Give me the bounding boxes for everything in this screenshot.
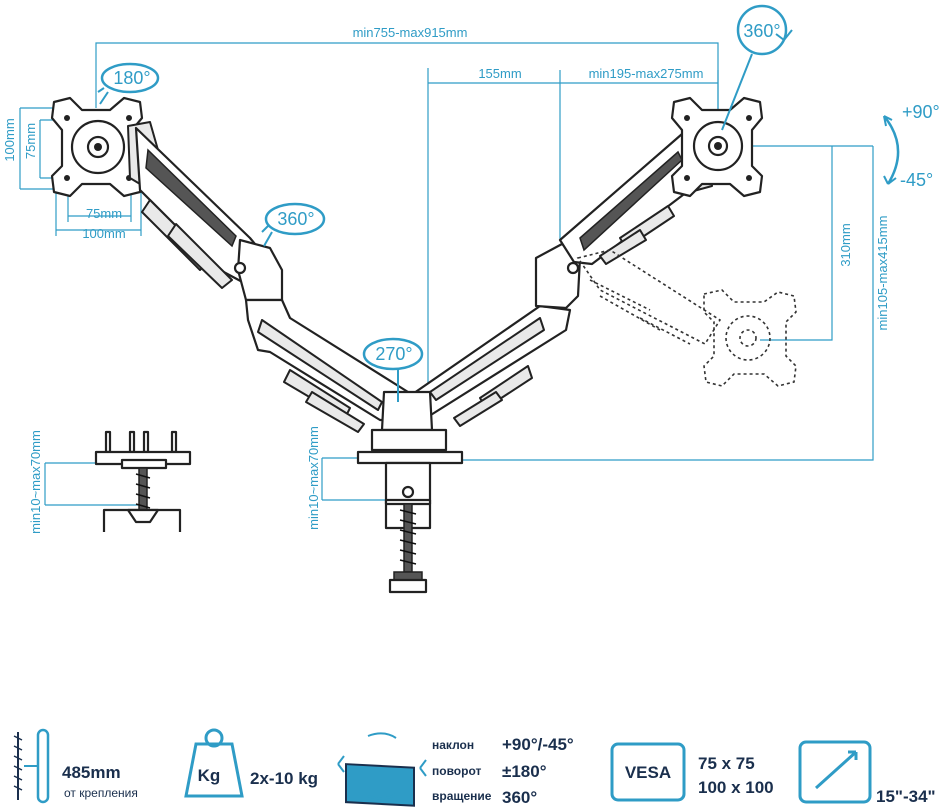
tilt-drop-label: 310mm — [838, 223, 853, 266]
arm-offset-label: 155mm — [478, 66, 521, 81]
left-joint-rotation-label: 360° — [277, 209, 314, 229]
vesa-height-100-label: 100mm — [2, 118, 17, 161]
rotation-badge-left-head: 180° — [97, 62, 160, 105]
left-clamp-range-label: min10~max70mm — [28, 430, 43, 534]
rotate-label: вращение — [432, 789, 492, 803]
depth-icon — [36, 728, 50, 804]
center-clamp — [356, 390, 464, 594]
vesa-value-2: 100 x 100 — [698, 778, 774, 797]
swivel-label: поворот — [432, 764, 481, 778]
spec-vesa: VESA 75 x 75 100 x 100 — [610, 742, 774, 802]
reach-range-label: min195-max275mm — [589, 66, 704, 81]
depth-label: от крепления — [64, 786, 138, 800]
tilt-up-label: +90° — [902, 102, 940, 122]
spec-screen-size: 15"-34" — [798, 740, 936, 806]
center-rotation-label: 270° — [375, 344, 412, 364]
vesa-width-100-label: 100mm — [82, 226, 125, 241]
center-clamp-range-label: min10~max70mm — [306, 426, 321, 530]
depth-value: 485mm — [62, 763, 121, 782]
spec-movement: наклон +90°/-45° поворот ±180° вращение … — [337, 732, 574, 807]
tilt-label: наклон — [432, 738, 474, 752]
vesa-height-75-label: 75mm — [23, 123, 38, 159]
left-arm — [50, 96, 410, 433]
vesa-icon-label: VESA — [625, 763, 671, 782]
spec-weight: Kg 2x-10 kg — [184, 728, 318, 798]
right-head-rotation-label: 360° — [743, 21, 780, 41]
monitor-tilt-icon — [345, 763, 415, 807]
rotation-badge-right-head: 360° — [721, 4, 793, 131]
height-range-label: min105-max415mm — [875, 216, 890, 331]
width-range-label: min755-max915mm — [353, 25, 468, 40]
left-head-rotation-label: 180° — [113, 68, 150, 88]
tilt-value: +90°/-45° — [502, 735, 574, 754]
rotate-value: 360° — [502, 788, 537, 807]
weight-value: 2x-10 kg — [250, 769, 318, 788]
weight-icon — [184, 742, 244, 798]
vesa-icon — [610, 742, 686, 802]
screen-size-value: 15"-34" — [876, 787, 936, 806]
vesa-width-75-label: 75mm — [86, 206, 122, 221]
vesa-value-1: 75 x 75 — [698, 754, 755, 773]
spec-depth: 485mm от крепления — [13, 728, 138, 804]
tilt-down-label: -45° — [900, 170, 933, 190]
rotation-badge-left-joint: 360° — [261, 202, 326, 247]
swivel-value: ±180° — [502, 762, 547, 781]
screen-size-icon — [798, 740, 872, 804]
right-arm — [402, 96, 797, 427]
weight-icon-label: Kg — [198, 766, 221, 785]
tilt-indicator: +90° -45° — [883, 102, 940, 190]
side-clamp-detail — [94, 430, 192, 532]
rotation-badge-center: 270° — [362, 337, 424, 402]
